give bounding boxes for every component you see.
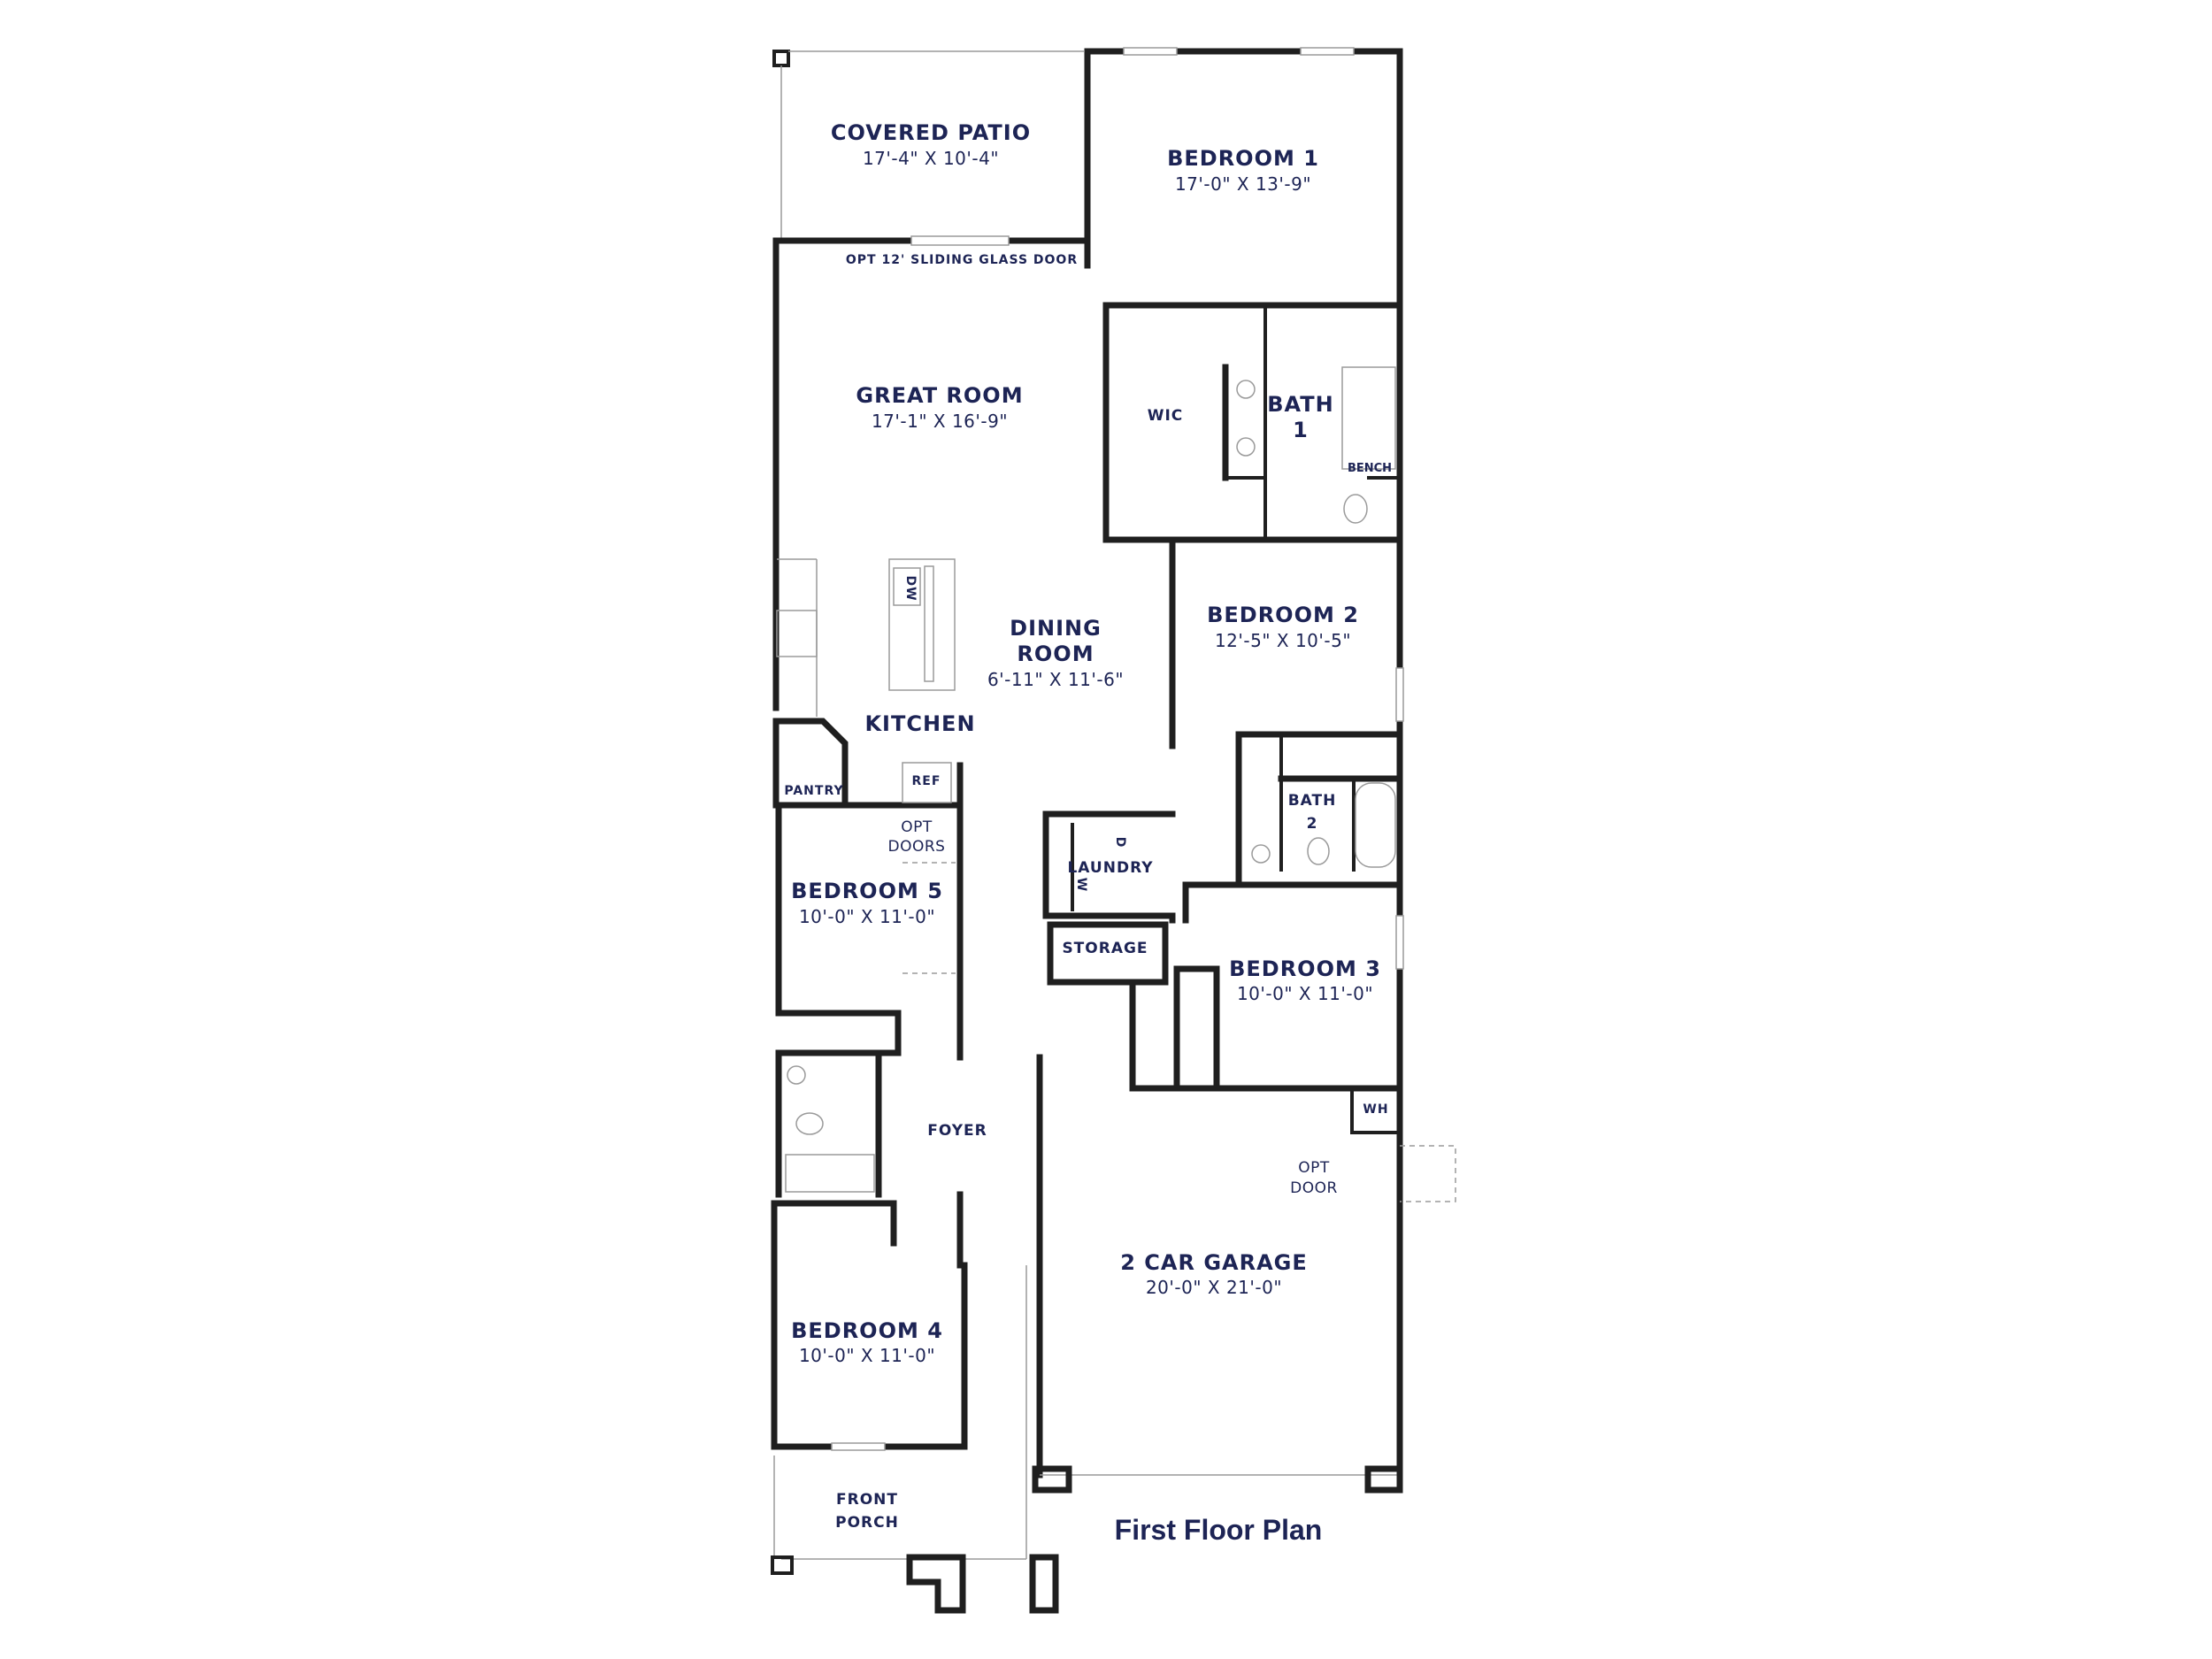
shower bbox=[1341, 366, 1396, 470]
window-bed3 bbox=[1395, 915, 1404, 970]
label-wic: WIC bbox=[1148, 407, 1184, 425]
window-bed4 bbox=[831, 1442, 886, 1451]
dims-covered-patio: 17'-4" X 10'-4" bbox=[863, 148, 999, 169]
dims-bedroom-5: 10'-0" X 11'-0" bbox=[799, 906, 935, 927]
patio-post bbox=[772, 50, 790, 67]
label-bedroom-5: BEDROOM 5 bbox=[791, 879, 943, 903]
label-foyer: FOYER bbox=[927, 1122, 987, 1140]
label-bath-1: BATH bbox=[1267, 392, 1333, 417]
label-bath-2-num: 2 bbox=[1307, 815, 1318, 833]
label-opt-door-2: DOOR bbox=[1290, 1179, 1338, 1197]
window-bed2 bbox=[1395, 667, 1404, 722]
label-dw: DW bbox=[903, 575, 918, 601]
dims-bedroom-4: 10'-0" X 11'-0" bbox=[799, 1345, 935, 1366]
porch-post-left bbox=[771, 1555, 794, 1575]
dims-garage: 20'-0" X 21'-0" bbox=[1146, 1277, 1282, 1298]
island-sink bbox=[924, 565, 934, 682]
dims-great-room: 17'-1" X 16'-9" bbox=[872, 411, 1008, 432]
label-washer: W bbox=[1074, 878, 1088, 892]
dims-bedroom-1: 17'-0" X 13'-9" bbox=[1175, 173, 1311, 195]
range bbox=[776, 610, 818, 657]
fixtures bbox=[776, 47, 1456, 1451]
dishwasher bbox=[893, 567, 921, 606]
label-storage: STORAGE bbox=[1062, 940, 1148, 957]
label-dining: DINING bbox=[1010, 616, 1102, 641]
toilet-2 bbox=[1307, 837, 1330, 865]
label-laundry: LAUNDRY bbox=[1067, 859, 1153, 877]
wall-pantry bbox=[772, 718, 849, 809]
label-bedroom-2: BEDROOM 2 bbox=[1207, 603, 1359, 627]
room-labels: COVERED PATIO 17'-4" X 10'-4" BEDROOM 1 … bbox=[784, 120, 1392, 1546]
label-pantry: PANTRY bbox=[784, 784, 843, 798]
label-bedroom-4: BEDROOM 4 bbox=[791, 1318, 943, 1343]
plan-title: First Floor Plan bbox=[1115, 1514, 1323, 1546]
label-opt-doors-1: OPT bbox=[901, 818, 933, 836]
sink-1 bbox=[1236, 380, 1256, 399]
dims-bedroom-3: 10'-0" X 11'-0" bbox=[1237, 983, 1373, 1004]
label-bedroom-3: BEDROOM 3 bbox=[1229, 956, 1381, 981]
label-bench: BENCH bbox=[1348, 462, 1392, 475]
shower-3 bbox=[785, 1154, 875, 1193]
window-bed1-2 bbox=[1300, 47, 1355, 56]
sink-3 bbox=[1251, 844, 1271, 864]
window-bed1-1 bbox=[1123, 47, 1178, 56]
label-dining-room: ROOM bbox=[1017, 641, 1094, 666]
sliding-door bbox=[910, 235, 1010, 246]
porch-column bbox=[906, 1554, 966, 1614]
tub bbox=[1355, 782, 1396, 868]
wall-laundry bbox=[1042, 810, 1176, 919]
label-opt-doors-2: DOORS bbox=[888, 838, 946, 856]
garage-post-right bbox=[1364, 1465, 1403, 1494]
label-sliding-door: OPT 12' SLIDING GLASS DOOR bbox=[846, 253, 1078, 267]
label-opt-door-1: OPT bbox=[1298, 1159, 1330, 1177]
label-garage: 2 CAR GARAGE bbox=[1120, 1250, 1308, 1275]
wall-wic bbox=[1102, 302, 1269, 543]
kitchen-island bbox=[888, 558, 956, 691]
toilet-1 bbox=[1343, 494, 1368, 524]
dims-bedroom-2: 12'-5" X 10'-5" bbox=[1215, 630, 1351, 651]
toilet-3 bbox=[795, 1112, 824, 1135]
label-front-porch-1: FRONT bbox=[836, 1491, 898, 1509]
wall-right-exterior bbox=[1084, 48, 1403, 1492]
sink-2 bbox=[1236, 437, 1256, 457]
walls bbox=[771, 48, 1403, 1614]
label-dryer: D bbox=[1113, 837, 1127, 849]
wall-bed4-top bbox=[771, 1200, 897, 1247]
label-wh: WH bbox=[1363, 1102, 1388, 1117]
wall-storage bbox=[1047, 921, 1169, 986]
porch-post-right bbox=[1029, 1554, 1059, 1614]
label-great-room: GREAT ROOM bbox=[856, 383, 1023, 408]
water-heater-closet bbox=[1350, 1087, 1402, 1134]
label-covered-patio: COVERED PATIO bbox=[831, 120, 1031, 145]
garage-post-left bbox=[1032, 1465, 1072, 1494]
label-bedroom-1: BEDROOM 1 bbox=[1167, 146, 1319, 171]
label-ref: REF bbox=[912, 774, 941, 788]
dims-dining: 6'-11" X 11'-6" bbox=[987, 669, 1124, 690]
opt-garage-door bbox=[1400, 1145, 1456, 1202]
label-front-porch-2: PORCH bbox=[835, 1514, 899, 1532]
wall-bed5-bottom bbox=[775, 1010, 902, 1056]
label-bath-1-num: 1 bbox=[1293, 418, 1309, 442]
sink-4 bbox=[787, 1065, 806, 1085]
refrigerator bbox=[902, 762, 952, 803]
label-bath-2: BATH bbox=[1288, 792, 1337, 810]
label-kitchen: KITCHEN bbox=[864, 711, 975, 736]
